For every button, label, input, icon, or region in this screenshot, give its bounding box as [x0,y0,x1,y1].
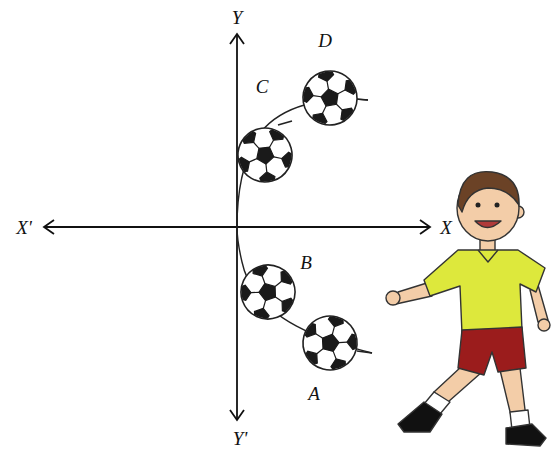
motion-marks [278,99,372,353]
point-label: C [256,77,269,96]
arrow-head [230,410,244,420]
motion-mark [357,351,372,353]
shorts [458,327,526,375]
axis-label: Y [232,8,243,27]
axis-label: X [440,218,452,237]
shirt [424,250,545,334]
point-label: B [300,253,312,272]
boy-figure [386,172,550,446]
mouth [475,221,501,228]
arrow-head [420,220,430,234]
football [222,112,309,198]
axis-label: X' [16,218,32,237]
motion-mark [278,121,292,125]
hand [386,291,400,305]
collar [478,250,498,262]
shoe [506,424,546,446]
football [291,304,369,380]
point-label: A [308,384,320,403]
football [227,251,309,331]
point-label: D [318,31,332,50]
axes [44,34,430,420]
hair [458,172,519,212]
axis-label: Y' [233,429,248,448]
hand [538,319,550,331]
motion-mark [357,99,368,100]
eye [476,203,481,208]
arrow-head [44,220,54,234]
shoe [398,402,442,432]
football [293,61,367,133]
arrow-head [230,34,244,44]
eye [495,203,500,208]
